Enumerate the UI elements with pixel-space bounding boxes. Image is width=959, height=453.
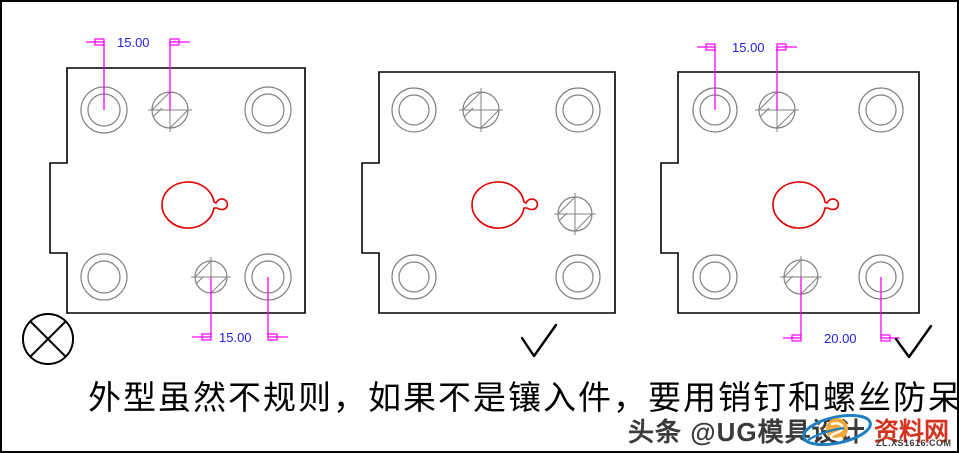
view-3-center-profile xyxy=(772,181,840,229)
view-1-reject-mark xyxy=(22,313,74,365)
view-1-center-profile xyxy=(161,181,229,229)
view-1-dimension-top xyxy=(86,38,190,110)
view-2-dowel-pin-top xyxy=(459,88,503,132)
view-3-dimension-top-value: 15.00 xyxy=(732,40,765,55)
logo-chinese-text: 资料网 xyxy=(874,419,950,446)
view-1-dimension-bottom xyxy=(192,277,288,341)
view-3-dimension-top xyxy=(697,43,797,110)
view-1-screw-hole-tr xyxy=(244,86,292,134)
view-1-plate-outline xyxy=(49,67,306,314)
logo-swoosh-icon xyxy=(802,414,872,446)
view-2-plate-outline xyxy=(361,71,616,314)
view-2-center-profile xyxy=(471,181,539,229)
view-3-accept-mark xyxy=(894,324,933,359)
view-2-screw-hole-br xyxy=(555,254,601,300)
view-1-dimension-bottom-value: 15.00 xyxy=(219,330,252,345)
view-2-screw-hole-tl xyxy=(391,87,437,133)
view-3-dimension-bottom-value: 20.00 xyxy=(824,331,857,346)
view-3-dimension-bottom xyxy=(783,277,900,342)
view-3-plate-outline xyxy=(660,71,920,314)
view-2-screw-hole-tr xyxy=(555,87,601,133)
view-2-accept-mark xyxy=(520,323,558,358)
view-3-screw-hole-tr xyxy=(858,87,904,133)
site-logo: 资料网 ZL.XS1616.COM xyxy=(800,410,956,452)
view-3-screw-hole-bl xyxy=(692,254,738,300)
view-1-dimension-top-value: 15.00 xyxy=(117,35,150,50)
view-2-screw-hole-bl xyxy=(391,254,437,300)
view-2-dowel-pin-right xyxy=(554,193,596,235)
logo-url-text: ZL.XS1616.COM xyxy=(876,438,952,448)
view-1-screw-hole-bl xyxy=(80,253,128,301)
caption-note: 外型虽然不规则，如果不是镶入件，要用销钉和螺丝防呆 xyxy=(88,381,959,417)
